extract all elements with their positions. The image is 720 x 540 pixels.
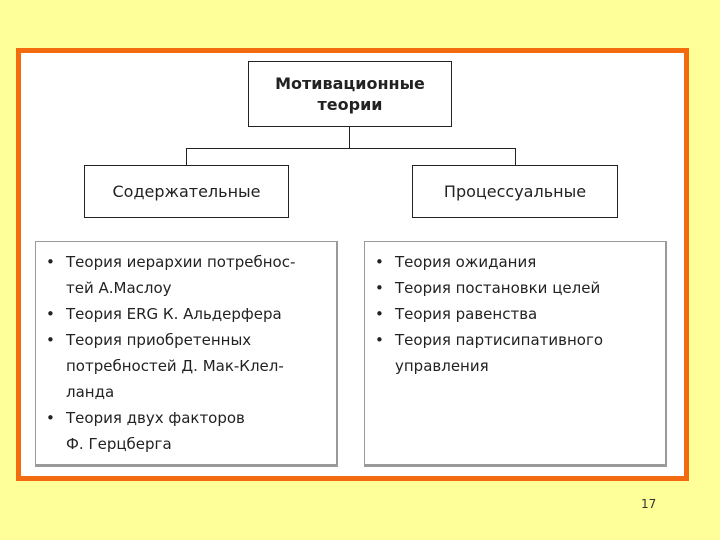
list-item: Теория ожидания: [375, 249, 657, 275]
list-item: Теория ERG К. Альдерфера: [46, 301, 328, 327]
root-node: Мотивационные теории: [248, 61, 452, 127]
list-item: Теория партисипативного управления: [375, 327, 657, 379]
page-number: 17: [641, 497, 657, 511]
connector-root-down: [349, 127, 350, 148]
list-item: Теория постановки целей: [375, 275, 657, 301]
list-item: Теория иерархии потребнос- тей А.Маслоу: [46, 249, 328, 301]
slide-frame: Мотивационные теории Содержательные Проц…: [16, 48, 689, 481]
connector-horizontal: [186, 148, 516, 149]
category-label: Процессуальные: [443, 182, 587, 201]
category-node-content: Содержательные: [84, 165, 289, 218]
process-theories-list: Теория ожидания Теория постановки целей …: [364, 241, 667, 467]
root-label: Мотивационные теории: [275, 74, 425, 114]
connector-left-down: [186, 148, 187, 165]
content-theories-list: Теория иерархии потребнос- тей А.Маслоу …: [35, 241, 338, 467]
list-item: Теория равенства: [375, 301, 657, 327]
list-item: Теория двух факторов Ф. Герцберга: [46, 405, 328, 457]
connector-right-down: [515, 148, 516, 165]
category-label: Содержательные: [112, 182, 261, 201]
category-node-process: Процессуальные: [412, 165, 618, 218]
list-item: Теория приобретенных потребностей Д. Мак…: [46, 327, 328, 405]
